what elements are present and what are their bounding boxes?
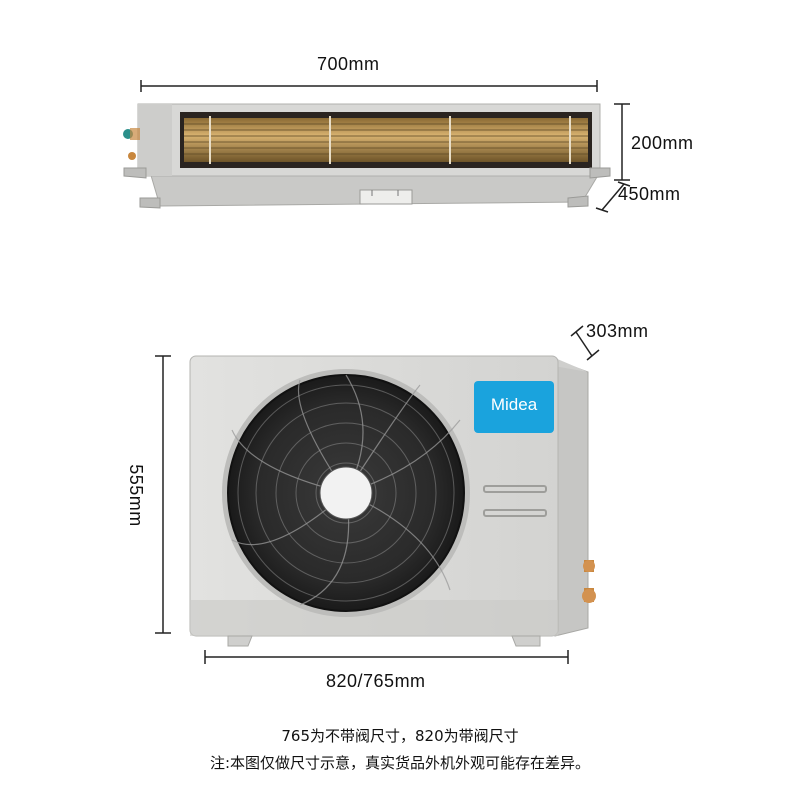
- indoor-depth-label: 450mm: [618, 184, 681, 204]
- brand-logo: [474, 381, 554, 433]
- outdoor-depth-dimension: [570, 325, 600, 361]
- outdoor-depth-label: 303mm: [586, 321, 649, 341]
- indoor-unit-image: [123, 103, 611, 209]
- valve-icon: [582, 560, 596, 603]
- outdoor-width-label: 820/765mm: [326, 671, 426, 691]
- outdoor-height-label: 555mm: [125, 464, 146, 527]
- outdoor-unit-image: [189, 355, 596, 647]
- outdoor-width-dimension: [204, 650, 569, 664]
- indoor-height-label: 200mm: [631, 133, 694, 153]
- indoor-width-dimension: [140, 80, 598, 92]
- indoor-height-dimension: [614, 103, 630, 181]
- brand-name: Midea: [490, 395, 538, 414]
- note-line-1: 765为不带阀尺寸，820为带阀尺寸: [281, 727, 519, 745]
- indoor-width-label: 700mm: [317, 54, 380, 74]
- note-line-2: 注:本图仅做尺寸示意，真实货品外机外观可能存在差异。: [209, 754, 591, 772]
- indoor-depth-dimension: [595, 181, 631, 213]
- outdoor-height-dimension: [155, 355, 171, 634]
